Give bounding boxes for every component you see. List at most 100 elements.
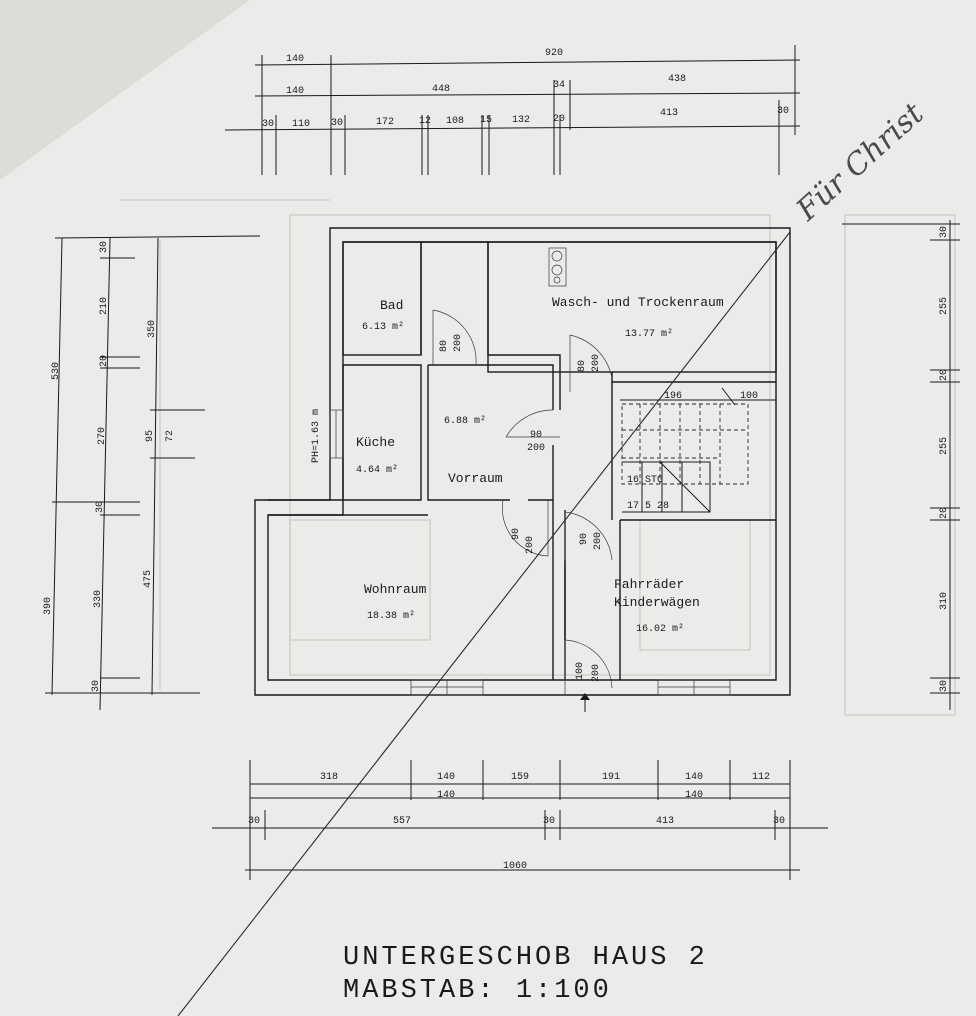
top-dim-172: 172 [376,117,394,128]
right-dim-20-b: 20 [939,507,950,519]
drawing-scale: MABSTAB: 1:100 [343,976,612,1006]
bottom-dim-557: 557 [393,816,411,827]
top-dim-140-a: 140 [286,54,304,65]
room-wasch-area: 13.77 m² [625,329,673,340]
bottom-dim-413: 413 [656,816,674,827]
right-dim-310: 310 [939,592,950,610]
drawing-title: UNTERGESCHOB HAUS 2 [343,943,708,973]
right-dim-20-a: 20 [939,369,950,381]
top-dim-15: 15 [480,115,492,126]
window-kueche [329,409,344,459]
door-wasch: 80 200 [569,334,613,392]
bottom-dimensions: 318 140 159 191 140 112 140 140 30 557 3… [212,760,828,880]
bottom-dim-140-d: 140 [685,790,703,801]
left-dim-30-a: 30 [99,241,110,253]
bottom-dim-112: 112 [752,772,770,783]
room-kueche-name: Küche [356,435,395,450]
top-dim-110: 110 [292,119,310,130]
door-wohnraum-height: 200 [525,536,536,554]
top-dim-34: 34 [553,80,565,91]
diagonal-strike-line [177,231,791,1016]
door-vorraum-width: 90 [530,430,542,441]
top-dim-30-a: 30 [262,119,274,130]
stair-dim-196: 196 [664,391,682,402]
left-dim-330: 330 [93,590,104,608]
bottom-dim-191: 191 [602,772,620,783]
left-dim-30-c: 30 [91,680,102,692]
top-dim-20: 20 [553,114,565,125]
top-dim-448: 448 [432,84,450,95]
door-wasch-width: 80 [577,360,588,372]
top-dim-30-c: 30 [777,106,789,117]
door-wohnraum-width: 90 [511,528,522,540]
bleed-through-lines [120,199,956,716]
left-dim-210: 210 [99,297,110,315]
left-dim-30-b: 30 [95,501,106,513]
room-fahrrad-name-1: Fahrräder [614,577,684,592]
door-bad: 80 200 [432,309,477,366]
room-bad-name: Bad [380,298,403,313]
door-bad-width: 80 [439,340,450,352]
bottom-dim-30-a: 30 [248,816,260,827]
door-entrance-height: 200 [591,664,602,682]
ph-height-label: PH=1.63 m [311,409,322,463]
left-dim-270: 270 [97,427,108,445]
door-vorraum-height: 200 [527,443,545,454]
right-dim-30-a: 30 [939,226,950,238]
left-dim-390: 390 [43,597,54,615]
top-dim-920: 920 [545,48,563,59]
bottom-dim-30-b: 30 [543,816,555,827]
right-dim-30-b: 30 [939,680,950,692]
room-bad-area: 6.13 m² [362,322,404,333]
bottom-dim-140-a: 140 [437,772,455,783]
room-wasch-name: Wasch- und Trockenraum [552,295,724,310]
room-vorraum-area: 6.88 m² [444,416,486,427]
room-kueche-area: 4.64 m² [356,465,398,476]
room-wohnraum-name: Wohnraum [364,582,427,597]
room-vorraum-name: Vorraum [448,471,503,486]
stair-dim-100: 100 [740,391,758,402]
left-dim-20: 20 [99,355,110,367]
paper-shadow [0,0,250,180]
top-dim-132: 132 [512,115,530,126]
left-dim-530: 530 [51,362,62,380]
door-wasch-height: 200 [591,354,602,372]
right-dim-255-b: 255 [939,437,950,455]
bottom-dim-159: 159 [511,772,529,783]
left-dim-95: 95 [145,430,156,442]
door-entrance: 100 200 [564,639,613,712]
bottom-dim-1060: 1060 [503,861,527,872]
walls [254,227,791,696]
washer-symbols [548,247,567,287]
left-dimensions: 530 390 30 210 20 270 30 330 30 350 95 4… [43,235,261,711]
left-dim-72: 72 [165,430,176,442]
top-dim-140-b: 140 [286,86,304,97]
stair-steps-label: 16 STG [627,475,663,486]
right-dim-255-a: 255 [939,297,950,315]
door-bad-height: 200 [453,334,464,352]
door-fahrrad-height: 200 [593,532,604,550]
bottom-dim-140-c: 140 [437,790,455,801]
top-dim-12: 12 [419,116,431,127]
bottom-dim-30-c: 30 [773,816,785,827]
door-vorraum: 90 200 [505,409,560,454]
top-dim-438: 438 [668,74,686,85]
window-bottom-left [410,679,484,696]
window-bottom-right [657,679,731,696]
top-dim-108: 108 [446,116,464,127]
room-fahrrad-name-2: Kinderwägen [614,595,700,610]
bottom-dim-140-b: 140 [685,772,703,783]
stair-ratio-label: 17.5 28 [627,501,669,512]
left-dim-475: 475 [143,570,154,588]
top-dim-30-b: 30 [331,118,343,129]
staircase: 196 100 16 STG 17.5 28 [620,387,776,513]
right-dimensions: 30 255 20 255 20 310 30 [842,220,960,710]
room-fahrrad-area: 16.02 m² [636,624,684,635]
top-dimensions: 140 920 140 448 34 438 30 110 30 172 12 … [224,45,801,175]
top-dim-413: 413 [660,108,678,119]
bottom-dim-318: 318 [320,772,338,783]
door-fahrrad-width: 90 [579,533,590,545]
door-entrance-width: 100 [575,662,586,680]
